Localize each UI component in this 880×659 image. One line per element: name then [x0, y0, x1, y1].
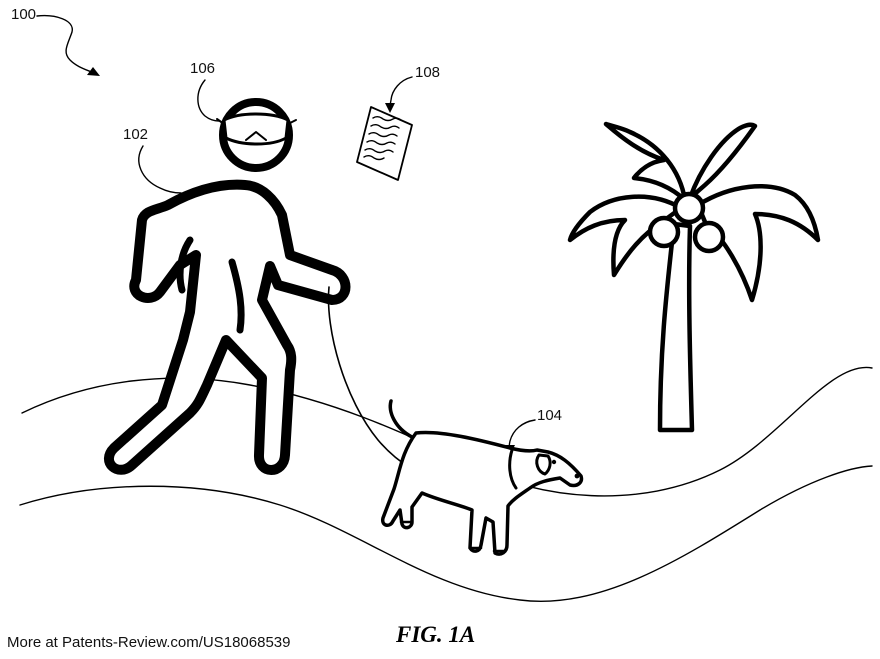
palm-tree — [567, 121, 821, 433]
headset-icon — [216, 112, 297, 146]
label-100: 100 — [11, 6, 36, 23]
label-106-leader — [197, 79, 220, 122]
person-figure — [104, 98, 351, 475]
label-102: 102 — [123, 126, 148, 143]
lower-hill-line — [19, 465, 873, 602]
label-108: 108 — [415, 64, 440, 81]
label-106: 106 — [190, 60, 215, 77]
label-100-arrowhead — [87, 67, 100, 76]
document-icon — [356, 106, 413, 181]
label-104: 104 — [537, 407, 562, 424]
figure-caption: FIG. 1A — [395, 622, 475, 647]
label-102-leader — [138, 145, 182, 194]
dog-figure — [380, 399, 584, 556]
label-108-arrowhead — [385, 103, 395, 113]
label-100-leader — [36, 14, 97, 75]
footer-link-text[interactable]: More at Patents-Review.com/US18068539 — [7, 634, 290, 651]
